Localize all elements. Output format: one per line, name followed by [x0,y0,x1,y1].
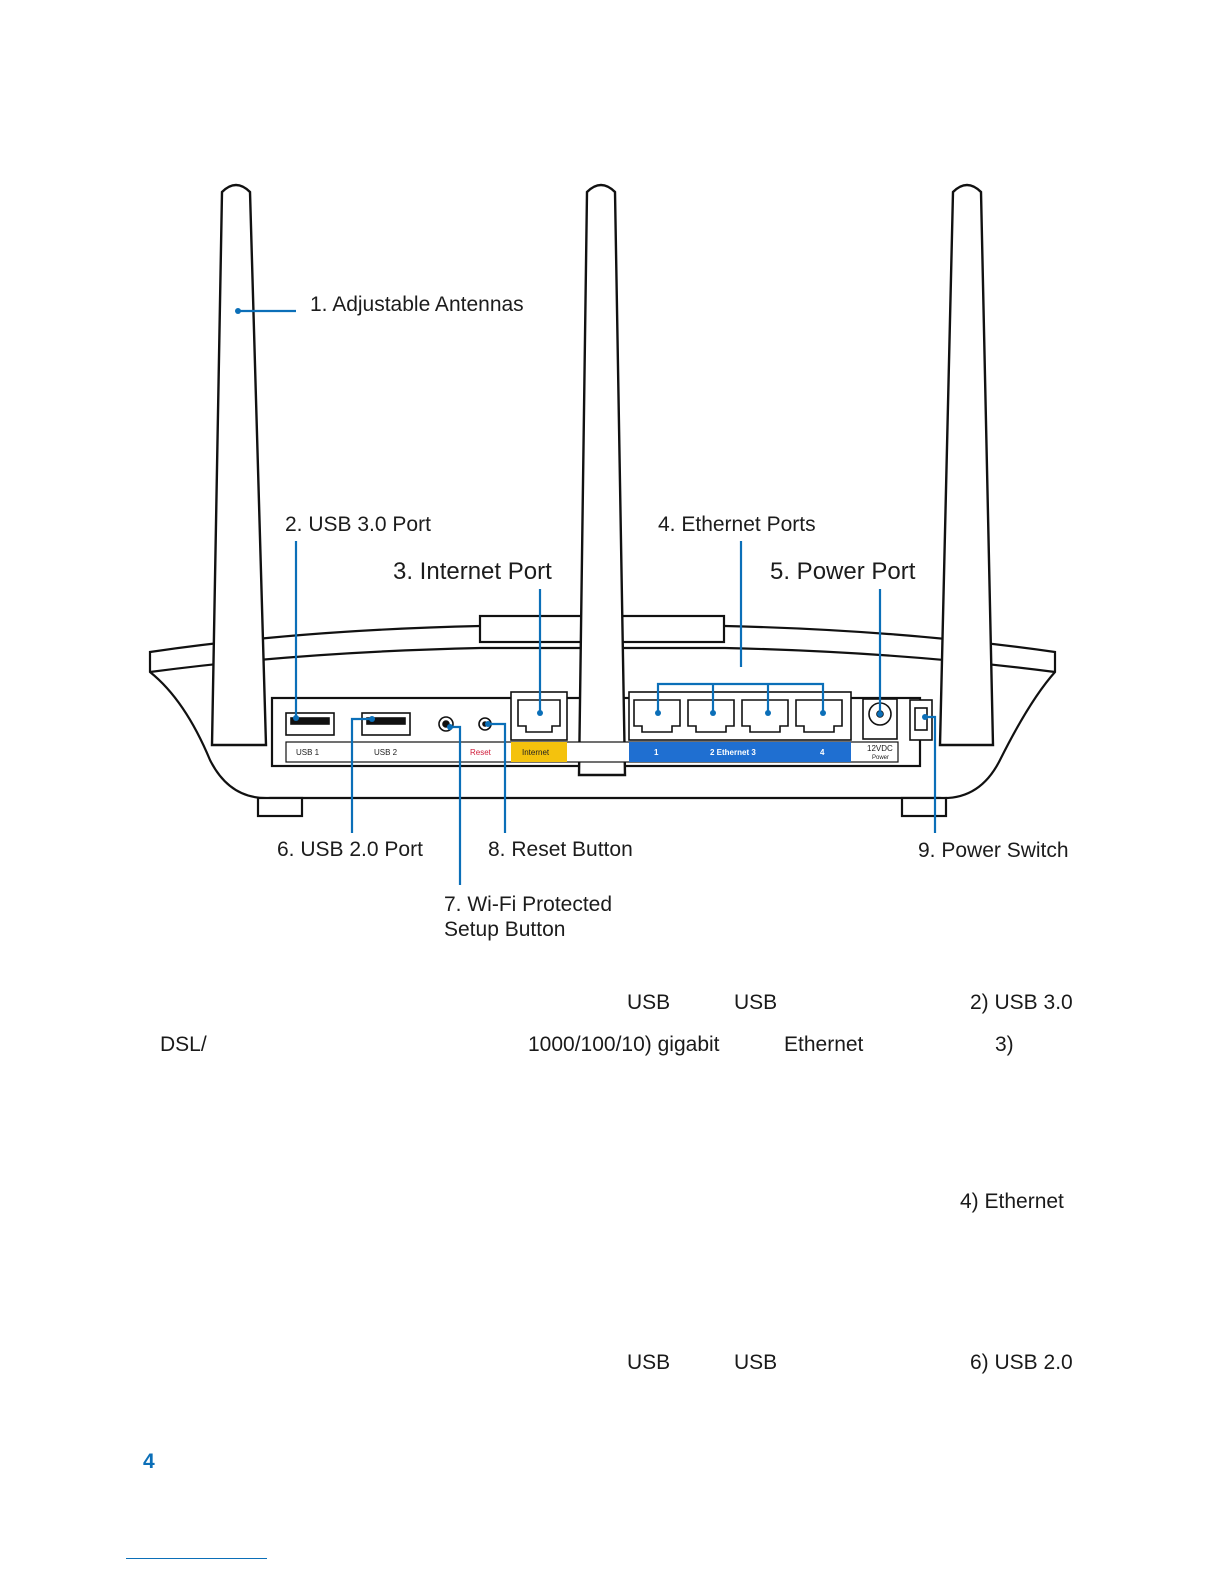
callout-reset: 8. Reset Button [488,838,633,861]
row2-dsl: DSL/ [160,1033,207,1056]
eth1-label: 1 [654,748,659,757]
callout-usb30: 2. USB 3.0 Port [285,513,431,536]
usb1-label: USB 1 [296,748,320,757]
page-number: 4 [143,1450,155,1473]
callout-usb20: 6. USB 2.0 Port [277,838,423,861]
row4-usb-b: USB [734,1351,778,1374]
callout-wps-line2: Setup Button [444,918,565,941]
router-back-diagram: USB 1 USB 2 Reset Internet 1 2 Ethernet … [148,183,1069,941]
port-label-strip: USB 1 USB 2 Reset Internet 1 2 Ethernet … [285,741,899,763]
row3-ethernet4: 4) Ethernet [960,1190,1064,1213]
callout-ethernet: 4. Ethernet Ports [658,513,816,536]
eth-mid-label: 2 Ethernet 3 [710,748,756,757]
power-word-label: Power [872,755,889,761]
eth4-label: 4 [820,748,825,757]
row1-usb30: 2) USB 3.0 [970,991,1073,1014]
callout-internet: 3. Internet Port [393,558,552,585]
row2-speed: 1000/100/10) gigabit [528,1033,720,1056]
reset-label: Reset [470,748,492,757]
footer-rule [126,1558,267,1559]
callout-power-switch: 9. Power Switch [918,839,1069,862]
power-volt-label: 12VDC [867,744,893,753]
row1-usb-a: USB [627,991,671,1014]
row1-usb-b: USB [734,991,778,1014]
row4-usb-a: USB [627,1351,671,1374]
internet-label: Internet [522,748,550,757]
row4-usb20: 6) USB 2.0 [970,1351,1073,1374]
antennas [210,183,995,777]
callout-power-port: 5. Power Port [770,558,916,585]
row2-ethernet: Ethernet [784,1033,864,1056]
callout-antennas: 1. Adjustable Antennas [310,293,524,316]
callout-wps-line1: 7. Wi-Fi Protected [444,893,612,916]
row2-num: 3) [995,1033,1014,1056]
leader-lines [235,308,937,885]
usb2-label: USB 2 [374,748,398,757]
